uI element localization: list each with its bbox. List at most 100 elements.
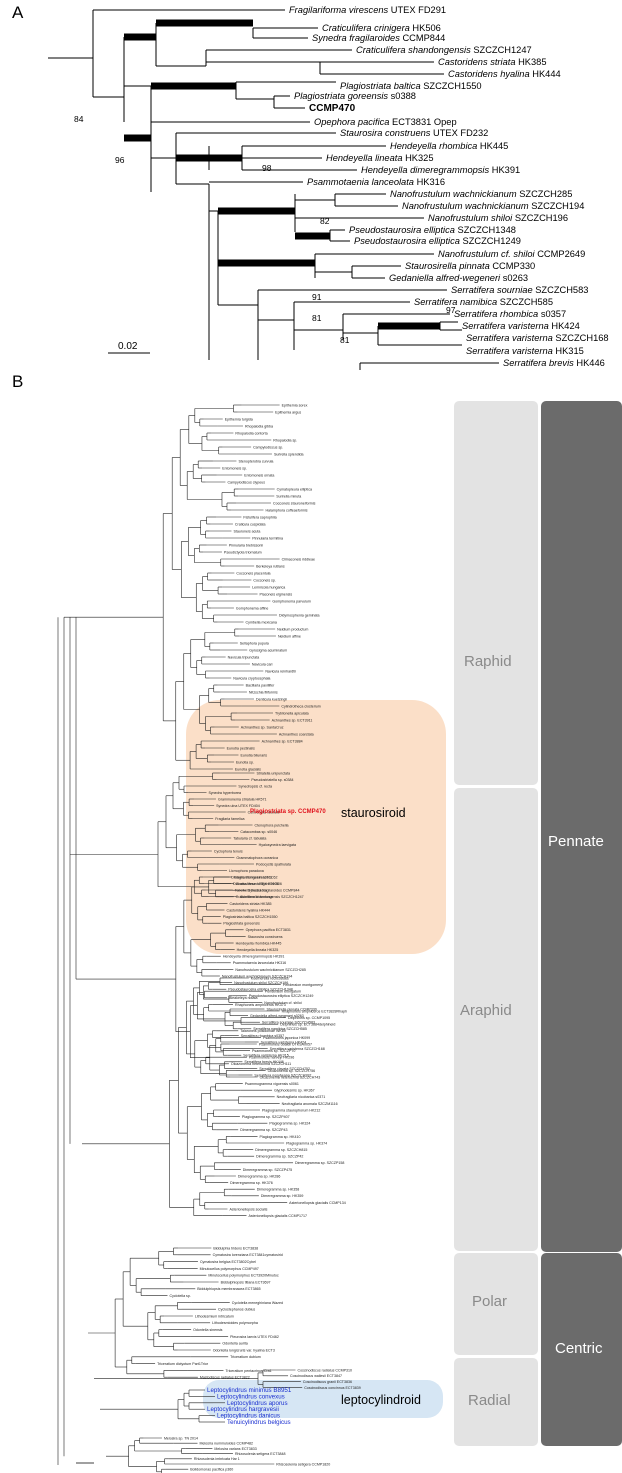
taxon-species: Pseudostaurosira elliptica [354,236,463,246]
taxon-strain: s0263 [503,273,528,283]
taxon-label: Achnanthes sp. SantaCruz [241,725,284,729]
taxon-label: Achnanthes sp. ECT3884 [262,739,303,743]
taxon-label: Castoridens striata HK385 [438,57,547,67]
taxon-species: Serratifera sourniae [451,285,535,295]
bootstrap-value: 96 [115,155,125,165]
taxon-label: Tabellaria flocculosa [235,888,267,892]
taxon-label: Olcazonema heterochria SZCZCH743 [260,1075,321,1079]
group-raphid-label: Raphid [464,653,512,670]
taxon-label: Serratifera sourniae SZCZCH583 [262,1021,315,1025]
taxon-label: Pseudictyota triornatum [224,550,262,554]
taxon-label: Striatella unipunctata [256,771,290,775]
taxon-label: Cymatosira belgica ECT3802Cybel [200,1260,256,1264]
taxon-label: Pinnularia brebissonii [229,543,263,547]
taxon-label: Cymatosira lorenziana ECT3841cymatosirid [213,1253,283,1257]
taxon-species: Hendeyella rhombica [390,141,480,151]
taxon-label: Triceratium dictyotum Part1Trior [157,1362,209,1366]
taxon-strain: SZCZCH196 [515,213,568,223]
taxon-label: Denticula kuetzingii [256,697,287,701]
group-polar-label: Polar [472,1293,508,1310]
taxon-label: Rhopalodia gibba [245,424,273,428]
taxon-label: Neofragilaria anomala SZCZM1116 [282,1102,338,1106]
taxon-strain: SZCZCH194 [531,201,584,211]
group-raphid-box [454,401,538,785]
taxon-label: Asterionellopsis glacialis CCMP134 [289,1201,346,1205]
taxon-label: Fragilaria famelica [215,817,244,821]
taxon-species: Craticulifera shandongensis [356,45,473,55]
taxon-label: Rhizosolenia setigera ECT3848 [235,1452,286,1456]
taxon-label: Gomphonema parvulum [272,599,311,603]
taxon-label: Minutocellus polymorphus ECT3920Minutoc [208,1274,279,1278]
taxon-label: Staurosirella pinnata CCMP330 [405,261,535,271]
taxon-label: Berkeleya rutilans [256,564,285,568]
taxon-label: Asterionellopsis socialis [229,1207,267,1211]
taxon-label: Serratifera varisterna HK315 [243,1054,289,1058]
bootstrap-value: 82 [320,216,330,226]
phylogenetic-tree-a: Fragilariforma virescens UTEX FD291Crati… [48,5,609,370]
blue-taxon-label: Leptocylindrus danicus [217,1413,280,1420]
taxon-strain: CCMP2649 [537,249,585,259]
taxon-label: Serratifera brevis HK446 [503,358,605,368]
taxon-label: Lemnicola hungarica [252,585,285,589]
taxon-label: Grammonema striatula HK571 [218,797,267,801]
taxon-label: Minutocellus polymorphus CCMP497 [200,1267,259,1271]
taxon-label: Gedaniella alfred-wegeneri s0263 [389,273,528,283]
taxon-label: Hendeyella dimeregrammopsis HK391 [361,165,520,175]
taxon-label: Triceratium dubium [230,1355,261,1359]
taxon-species: Serratifera namibica [414,297,500,307]
taxon-species: Serratifera varisterna [462,321,551,331]
staurosiroid-label: staurosiroid [341,806,406,820]
taxon-label: Serratifera namibica SZCZCH585 [414,297,553,307]
taxon-label: Dimeregramma sp. SZCZP43 [240,1128,287,1132]
taxon-label: Eunotia sp. [236,760,254,764]
panel-a-label: A [12,3,24,22]
taxon-strain: ECT3831 Opep [392,117,457,127]
taxon-label: Pleurosira laevis UTEX FD462 [230,1335,279,1339]
taxon-label: Plagiostriata baltica SZCZCH1550 [223,915,278,919]
taxon-label: Nanofrustulum shiloi SZCZCH196 [428,213,568,223]
taxon-label: Hendeyella lineata HK325 [326,153,434,163]
taxon-label: Gyrosigma acuminatum [249,648,287,652]
taxon-label: Pseudostaurosira elliptica SZCZCH1348 [349,225,516,235]
panel-b-label: B [12,372,24,391]
taxon-strain-highlight: CCMP470 [309,103,356,114]
taxon-label: Psammoneis sp. SZCZP70 [252,1049,295,1053]
taxon-species: Plagiostriata goreensis [294,91,391,101]
taxon-label: Campylodiscus sp. [253,445,283,449]
taxon-label: Grammatophora oceanica [236,856,278,860]
taxon-label: Entomoneis sp. [222,466,247,470]
taxon-label: Hendeyella dimeregrammopsis HK391 [223,955,285,959]
taxon-label: Psammoneis japonica HK099 [263,1036,310,1040]
taxon-label: Psammogramma vigoensis s0061 [245,1082,299,1086]
taxon-label: Pseudostaurosira elliptica SZCZCH1348 [228,988,293,992]
taxon-species: Nanofrustulum wachnickianum [402,201,531,211]
taxon-label: Cymbella mexicana [246,620,277,624]
taxon-label: Coscinodiscus granii ECT3836 [303,1380,352,1384]
taxon-species: Psammotaenia lanceolata [307,177,417,187]
taxon-label: Navicula cryptocephala [233,676,270,680]
taxon-label: Cyclotella sp. [169,1294,190,1298]
taxon-label: Biddulphiopsis titiana ECT3697 [221,1280,271,1284]
taxon-species: Pseudostaurosira elliptica [349,225,458,235]
taxon-label: Fragilariforma virescens [234,875,273,879]
bootstrap-value: 97 [446,305,456,315]
taxon-strain: HK506 [412,23,440,33]
taxon-strain: HK385 [518,57,546,67]
taxon-label: Staurosira construens [248,935,283,939]
taxon-label: Craticulifera shandongensis SZCZCH1247 [356,45,532,55]
taxon-species: Nanofrustulum wachnickianum [390,189,519,199]
taxon-label: Synedra fragilaroides CCMP844 [248,889,300,893]
taxon-strain: SZCZCH1247 [473,45,531,55]
taxon-label: Craticulifera crinigera HK506 [322,23,441,33]
taxon-label: Nanofrustulum wachnickianum SZCZCH194 [222,974,293,978]
taxon-label: Dimeregramma sp. SZCZCH815 [255,1148,307,1152]
taxon-label: Odontella longicruris var. hyalina ECT3 [213,1348,275,1352]
taxon-label: Stenopterobia curvula [238,459,273,463]
taxon-label: Nanofrustulum cf. shiloi [264,1001,302,1005]
taxon-label: Diatoma elongatum UTCC62 [231,875,277,879]
taxon-label: Coscinodiscus wailesii ECT3847 [290,1374,342,1378]
taxon-label: Epithemia argus [275,410,301,414]
taxon-label: Mastodiscus radiatus ECT3822 [200,1376,250,1380]
leptocylindroid-label: leptocylindroid [341,1393,421,1407]
taxon-strain: HK316 [417,177,445,187]
